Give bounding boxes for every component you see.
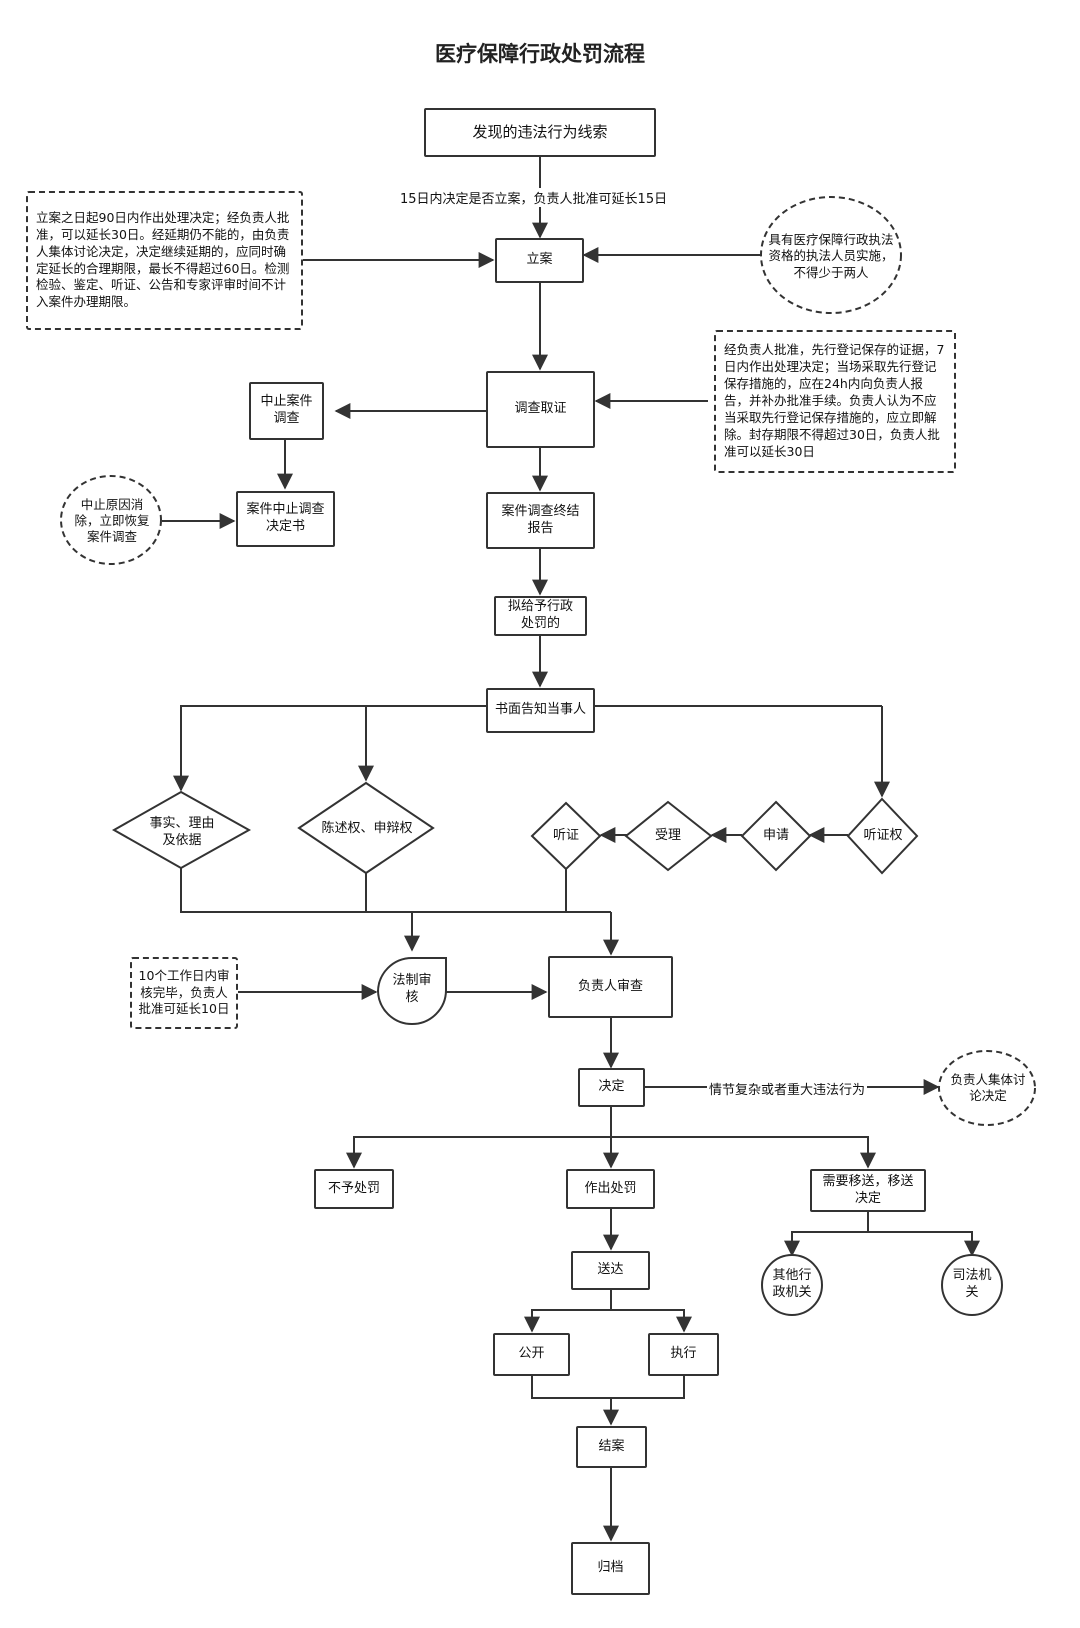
node-publicize: 公开 [493, 1333, 570, 1376]
label-apply: 申请 [762, 827, 789, 843]
node-transfer: 需要移送，移送决定 [810, 1169, 926, 1212]
label-judicial: 司法机关 [952, 1268, 992, 1300]
node-suspend: 中止案件调查 [249, 382, 324, 440]
shape-legal-review [377, 957, 447, 1025]
connector-deliver-branches [531, 1309, 685, 1331]
connector-transfer-branches [791, 1231, 973, 1255]
label-collective: 负责人集体讨论决定 [950, 1071, 1026, 1103]
node-suspend-doc: 案件中止调查决定书 [236, 491, 335, 547]
node-make-penalty: 作出处罚 [566, 1169, 655, 1209]
node-final-report: 案件调查终结报告 [486, 492, 595, 549]
label-hearing-right: 听证权 [863, 827, 903, 843]
cloud-collective [938, 1050, 1036, 1126]
circle-judicial [941, 1254, 1003, 1316]
note-time-limit: 立案之日起90日内作出处理决定；经负责人批准，可以延长30日。经延期仍不能的，由… [26, 191, 303, 330]
diamond-hearing [530, 801, 602, 871]
connector-merge [180, 866, 611, 913]
node-deliver: 送达 [571, 1251, 650, 1290]
label-other-agency: 其他行政机关 [772, 1268, 812, 1300]
node-close: 结案 [576, 1426, 647, 1468]
node-head-review: 负责人审查 [548, 956, 673, 1018]
cloud-staff [760, 196, 902, 314]
label-resume: 中止原因消除，立即恢复案件调查 [74, 496, 150, 545]
note-preservation: 经负责人批准，先行登记保存的证据，7日内作出处理决定；当场采取先行登记保存措施的… [714, 330, 956, 473]
label-facts: 事实、理由及依据 [149, 816, 215, 848]
label-hearing: 听证 [552, 827, 579, 843]
diamond-apply [740, 800, 812, 872]
circle-other-agency [761, 1254, 823, 1316]
cloud-resume [60, 475, 162, 565]
node-archive: 归档 [571, 1542, 650, 1595]
diamond-hearing-right [846, 797, 919, 875]
label-accept: 受理 [654, 827, 681, 843]
node-no-penalty: 不予处罚 [314, 1169, 394, 1209]
connector-notify-branches [180, 705, 486, 790]
node-notify: 书面告知当事人 [486, 688, 595, 733]
node-investigate: 调查取证 [486, 371, 595, 448]
diamond-accept [624, 800, 713, 872]
label-staff: 具有医疗保障行政执法资格的执法人员实施，不得少于两人 [768, 232, 894, 280]
diamond-facts [111, 790, 252, 870]
label-complex-case: 情节复杂或者重大违法行为 [707, 1079, 868, 1098]
page-title: 医疗保障行政处罚流程 [435, 42, 645, 66]
node-filing: 立案 [495, 238, 584, 283]
connector-join [531, 1376, 685, 1399]
label-filing-deadline: 15日内决定是否立案，负责人批准可延长15日 [398, 188, 670, 207]
label-legal-review: 法制审核 [392, 973, 432, 1005]
node-intend: 拟给予行政处罚的 [494, 596, 587, 636]
note-review-limit: 10个工作日内审核完毕，负责人批准可延长10日 [130, 957, 238, 1029]
node-execute: 执行 [648, 1333, 719, 1376]
node-clue: 发现的违法行为线索 [424, 108, 656, 157]
label-statement: 陈述权、申辩权 [321, 820, 413, 836]
node-decision: 决定 [578, 1068, 645, 1107]
diamond-statement [297, 781, 435, 875]
